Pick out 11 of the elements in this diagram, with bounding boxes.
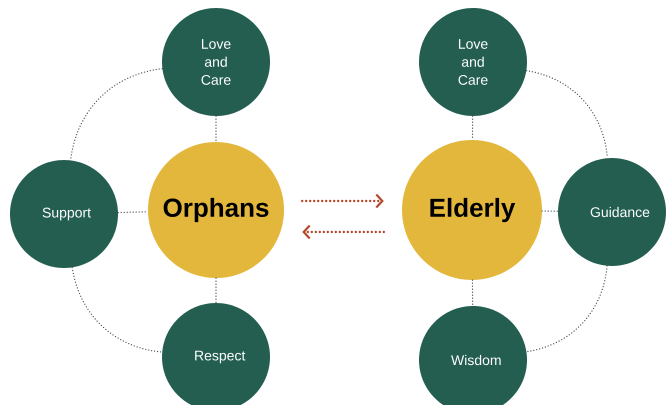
dotted-connector <box>472 116 474 140</box>
dotted-connector <box>215 278 217 304</box>
dotted-connector <box>118 211 148 214</box>
arrow <box>301 194 384 208</box>
arrow <box>302 224 385 240</box>
dotted-connector <box>526 265 608 352</box>
dotted-connector <box>70 68 163 161</box>
dotted-connector <box>472 280 474 306</box>
dotted-connector <box>542 210 558 212</box>
dotted-connector <box>72 266 163 353</box>
dotted-connector <box>215 116 217 142</box>
